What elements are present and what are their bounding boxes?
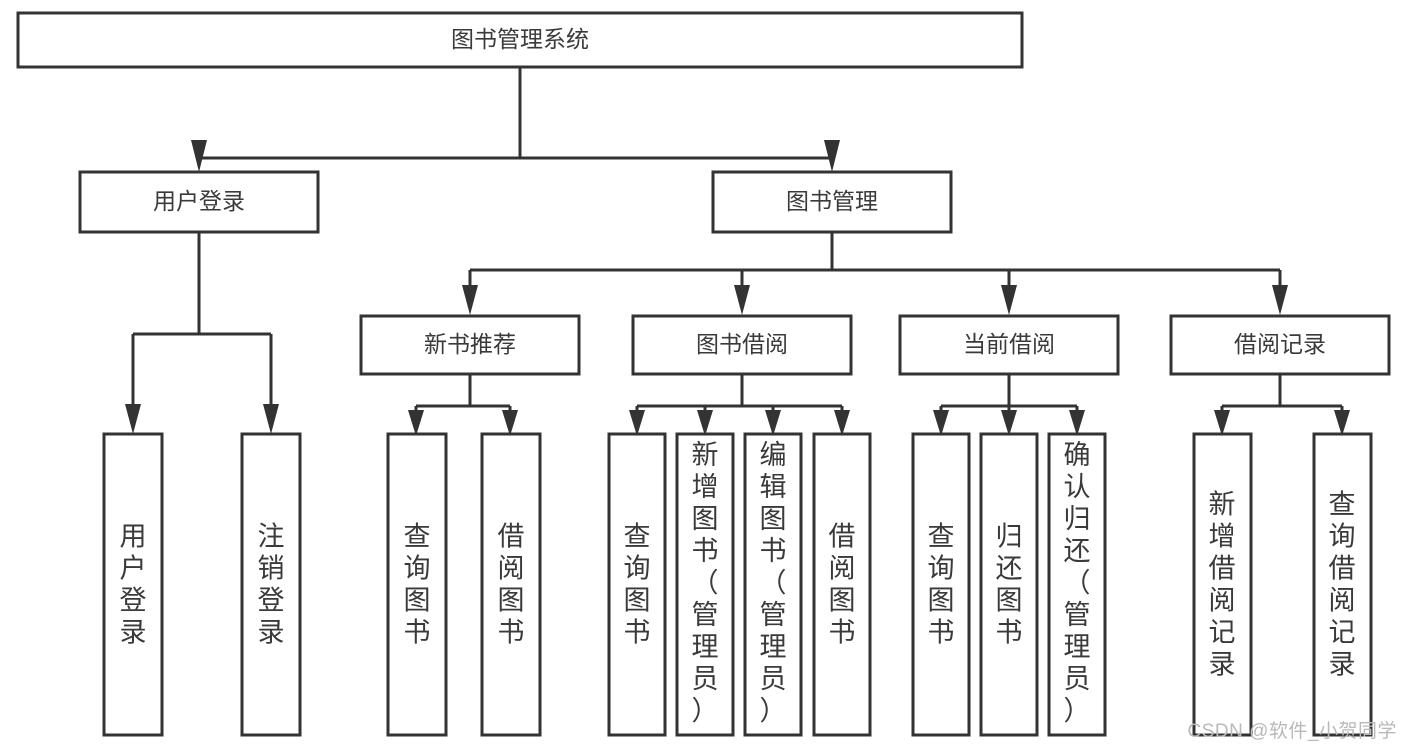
- connector-layer: [125, 67, 1350, 436]
- node-book-borrow[interactable]: 图书借阅: [631, 314, 853, 376]
- leaf-book-borrow-4[interactable]: 借阅图书: [812, 432, 872, 737]
- arrow-borrow-leaf-2: [697, 410, 713, 436]
- leaf-current-borrow-1-box[interactable]: [911, 432, 971, 737]
- leaf-book-borrow-3-box[interactable]: [743, 432, 803, 737]
- leaf-user-login-2[interactable]: 注销登录: [240, 432, 302, 737]
- leaf-user-login-1[interactable]: 用户登录: [102, 432, 164, 737]
- leaf-current-borrow-3-label: 确认归还（管理员）: [1064, 440, 1091, 726]
- leaf-current-borrow-3[interactable]: 确认归还（管理员）: [1047, 432, 1107, 737]
- node-new-book-recommend-box[interactable]: [359, 314, 581, 376]
- leaf-book-borrow-1-label: 查询图书: [624, 521, 651, 647]
- arrow-to-current-borrow: [1001, 285, 1017, 315]
- arrow-to-new-book: [462, 285, 478, 315]
- leaf-current-borrow-1-label: 查询图书: [928, 521, 955, 647]
- node-root[interactable]: 图书管理系统: [16, 11, 1024, 69]
- arrow-borrow-leaf-1: [629, 410, 645, 436]
- leaf-current-borrow-2-label: 归还图书: [996, 521, 1023, 647]
- node-root-box[interactable]: [16, 11, 1024, 69]
- node-book-manage-label: 图书管理: [786, 188, 878, 214]
- node-new-book-recommend[interactable]: 新书推荐: [359, 314, 581, 376]
- leaf-book-borrow-4-label: 借阅图书: [829, 521, 856, 647]
- leaf-book-borrow-1-box[interactable]: [607, 432, 667, 737]
- leaf-book-borrow-2-box[interactable]: [675, 432, 735, 737]
- node-borrow-record[interactable]: 借阅记录: [1169, 314, 1391, 376]
- leaf-new-book-1-label: 查询图书: [404, 521, 431, 647]
- leaf-new-book-1[interactable]: 查询图书: [386, 432, 448, 737]
- leaf-borrow-record-2-box[interactable]: [1312, 432, 1373, 737]
- leaf-new-book-2[interactable]: 借阅图书: [480, 432, 542, 737]
- arrow-to-book-manage: [824, 140, 840, 172]
- leaf-book-borrow-3[interactable]: 编辑图书（管理员）: [743, 432, 803, 737]
- arrow-record-leaf-2: [1334, 410, 1350, 436]
- node-root-label: 图书管理系统: [451, 26, 589, 52]
- leaf-book-borrow-2[interactable]: 新增图书（管理员）: [675, 432, 735, 737]
- arrow-newbook-leaf-1: [408, 410, 424, 436]
- arrow-current-leaf-2: [1001, 410, 1017, 436]
- leaf-user-login-1-label: 用户登录: [120, 521, 147, 647]
- arrow-current-leaf-3: [1069, 410, 1085, 436]
- arrow-borrow-leaf-3: [765, 410, 781, 436]
- leaf-borrow-record-2[interactable]: 查询借阅记录: [1312, 432, 1373, 737]
- arrow-to-borrow-record: [1272, 285, 1288, 315]
- arrow-user-leaf-2: [263, 404, 279, 434]
- node-user-login-box[interactable]: [78, 170, 320, 234]
- leaf-book-borrow-1[interactable]: 查询图书: [607, 432, 667, 737]
- arrow-record-leaf-1: [1214, 410, 1230, 436]
- leaf-user-login-1-box[interactable]: [102, 432, 164, 737]
- node-current-borrow-box[interactable]: [898, 314, 1120, 376]
- leaf-user-login-2-box[interactable]: [240, 432, 302, 737]
- leaf-current-borrow-2-box[interactable]: [979, 432, 1039, 737]
- leaf-new-book-2-box[interactable]: [480, 432, 542, 737]
- arrow-borrow-leaf-4: [834, 410, 850, 436]
- leaf-book-borrow-3-label: 编辑图书（管理员）: [760, 440, 787, 726]
- arrow-user-leaf-1: [125, 404, 141, 434]
- leaf-new-book-2-label: 借阅图书: [498, 521, 525, 647]
- node-borrow-record-box[interactable]: [1169, 314, 1391, 376]
- leaf-borrow-record-2-label: 查询借阅记录: [1329, 489, 1356, 679]
- leaf-current-borrow-1[interactable]: 查询图书: [911, 432, 971, 737]
- node-current-borrow[interactable]: 当前借阅: [898, 314, 1120, 376]
- leaf-borrow-record-1-label: 新增借阅记录: [1209, 489, 1236, 679]
- leaf-user-login-2-label: 注销登录: [258, 521, 285, 647]
- leaf-new-book-1-box[interactable]: [386, 432, 448, 737]
- leaf-current-borrow-2[interactable]: 归还图书: [979, 432, 1039, 737]
- leaf-current-borrow-3-box[interactable]: [1047, 432, 1107, 737]
- node-book-manage[interactable]: 图书管理: [711, 170, 953, 234]
- node-user-login-label: 用户登录: [153, 188, 245, 214]
- leaf-book-borrow-4-box[interactable]: [812, 432, 872, 737]
- arrow-current-leaf-1: [933, 410, 949, 436]
- node-book-borrow-box[interactable]: [631, 314, 853, 376]
- node-book-manage-box[interactable]: [711, 170, 953, 234]
- leaf-book-borrow-2-label: 新增图书（管理员）: [692, 440, 719, 726]
- arrow-to-user-login: [191, 140, 207, 172]
- node-new-book-recommend-label: 新书推荐: [424, 331, 516, 357]
- node-current-borrow-label: 当前借阅: [963, 331, 1055, 357]
- leaf-borrow-record-1-box[interactable]: [1192, 432, 1253, 737]
- arrow-to-book-borrow: [734, 285, 750, 315]
- leaf-borrow-record-1[interactable]: 新增借阅记录: [1192, 432, 1253, 737]
- node-book-borrow-label: 图书借阅: [696, 331, 788, 357]
- node-borrow-record-label: 借阅记录: [1234, 331, 1326, 357]
- arrow-newbook-leaf-2: [502, 410, 518, 436]
- node-user-login[interactable]: 用户登录: [78, 170, 320, 234]
